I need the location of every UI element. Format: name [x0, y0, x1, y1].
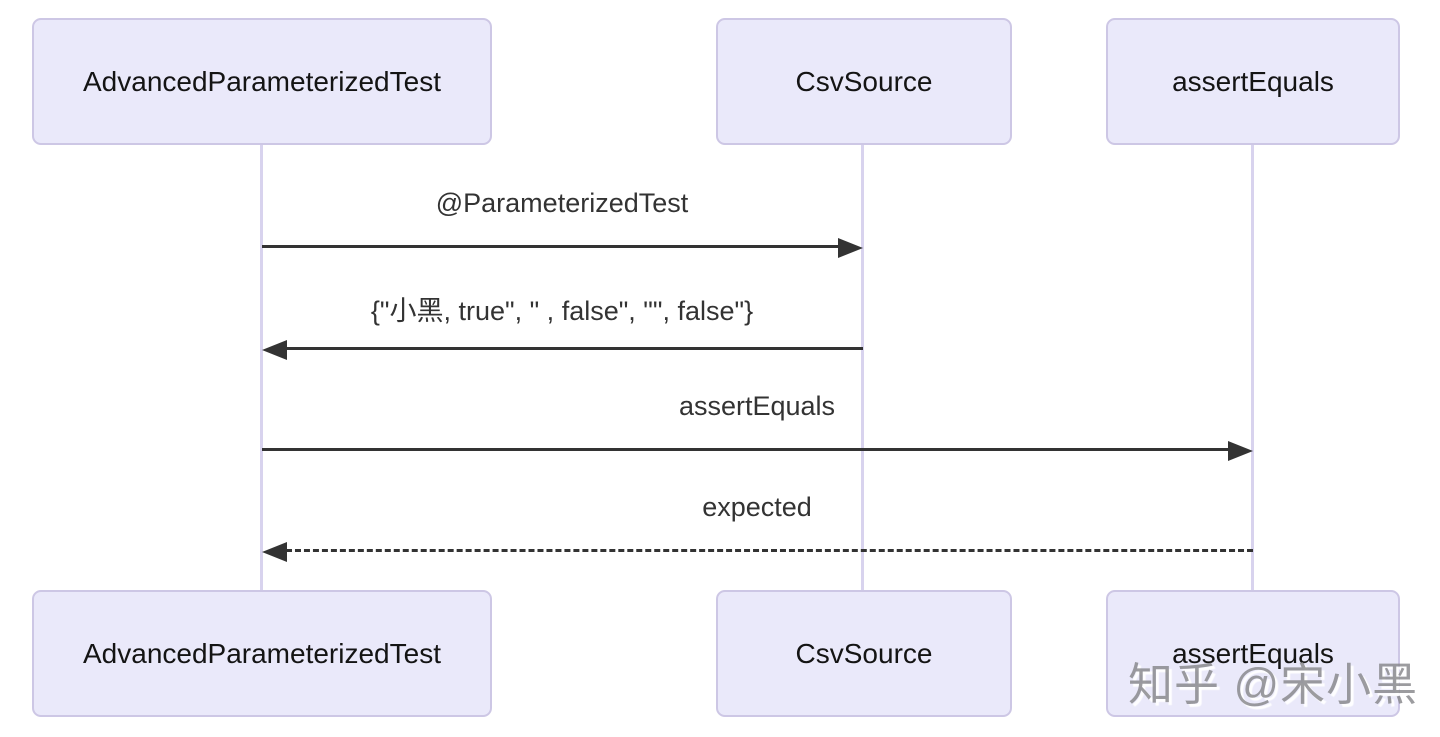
message-label-parameterizedtest: @ParameterizedTest — [435, 188, 689, 218]
message-label-csv-values: {"小黑, true", " , false", "", false"} — [370, 296, 754, 326]
message-arrow-assertequals — [262, 441, 1253, 461]
actor-label: assertEquals — [1172, 65, 1334, 97]
message-label-assertequals: assertEquals — [678, 391, 836, 421]
lifeline-csvsource — [861, 145, 864, 592]
message-label-expected: expected — [702, 492, 812, 522]
actor-top-csvsource: CsvSource — [716, 18, 1012, 145]
actor-top-assertequals: assertEquals — [1106, 18, 1400, 145]
message-arrow-csv-values — [262, 340, 863, 360]
lifeline-assertequals — [1251, 145, 1254, 592]
actor-label: CsvSource — [795, 65, 933, 97]
arrowhead-left-icon — [262, 340, 287, 360]
message-arrow-expected — [262, 542, 1253, 562]
actor-bottom-csvsource: CsvSource — [716, 590, 1012, 717]
arrowhead-left-icon — [262, 542, 287, 562]
arrowhead-right-icon — [1228, 441, 1253, 461]
actor-label: AdvancedParameterizedTest — [83, 65, 441, 97]
arrowhead-right-icon — [838, 238, 863, 258]
lifeline-advancedparameterizedtest — [260, 145, 263, 592]
actor-label: AdvancedParameterizedTest — [83, 637, 441, 669]
watermark: 知乎 @宋小黑 — [1128, 659, 1419, 710]
message-arrow-parameterizedtest — [262, 238, 863, 258]
actor-bottom-assertequals: assertEquals — [1106, 590, 1400, 717]
actor-bottom-advancedparameterizedtest: AdvancedParameterizedTest — [32, 590, 492, 717]
actor-label: CsvSource — [795, 637, 933, 669]
actor-label: assertEquals — [1172, 637, 1334, 669]
actor-top-advancedparameterizedtest: AdvancedParameterizedTest — [32, 18, 492, 145]
